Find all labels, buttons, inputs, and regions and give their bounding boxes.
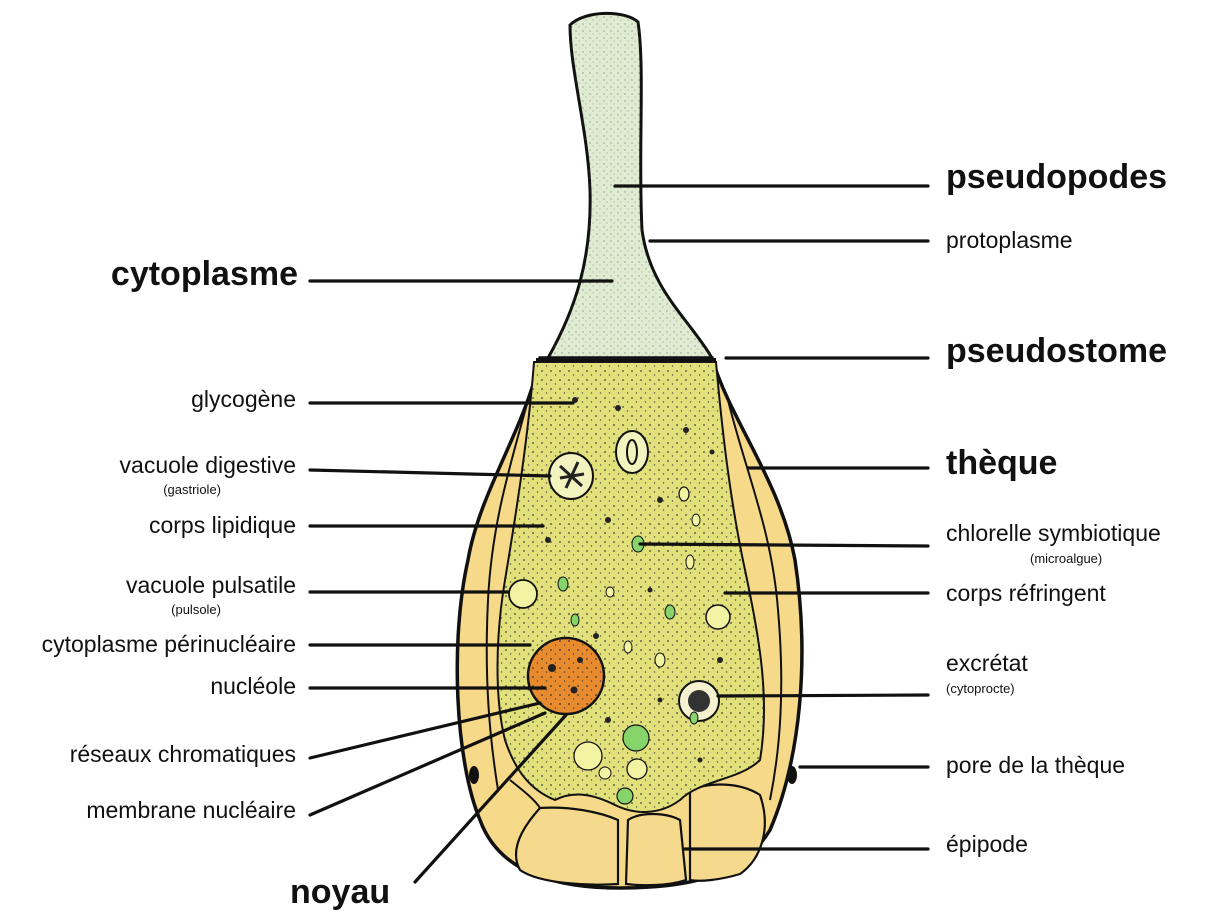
leader-chlorelle [640, 544, 928, 546]
label-nucleole: nucléole [210, 673, 296, 699]
label-theque: thèque [946, 444, 1057, 482]
label-membrane: membrane nucléaire [86, 797, 296, 823]
label-reseaux: réseaux chromatiques [70, 741, 296, 767]
labels-left: cytoplasme glycogène vacuole digestive (… [42, 255, 391, 911]
label-cytoplasme-perinucleaire: cytoplasme périnucléaire [42, 631, 296, 657]
label-vacuole-digestive: vacuole digestive [120, 452, 296, 478]
label-pseudostome: pseudostome [946, 332, 1167, 370]
label-excretat: excrétat [946, 650, 1028, 676]
labels-right: pseudopodes protoplasme pseudostome thèq… [946, 158, 1167, 857]
label-noyau: noyau [290, 873, 390, 911]
label-pore: pore de la thèque [946, 752, 1125, 778]
label-cytoprocte: (cytoprocte) [946, 681, 1015, 696]
label-glycogene: glycogène [191, 386, 296, 412]
label-corps-refringent: corps réfringent [946, 580, 1106, 606]
label-cytoplasme: cytoplasme [111, 255, 298, 293]
label-pulsole: (pulsole) [171, 602, 221, 617]
label-vacuole-pulsatile: vacuole pulsatile [126, 572, 296, 598]
label-gastriole: (gastriole) [163, 482, 221, 497]
label-corps-lipidique: corps lipidique [149, 512, 296, 538]
label-microalgue: (microalgue) [1030, 551, 1102, 566]
label-chlorelle: chlorelle symbiotique [946, 520, 1161, 546]
label-epipode: épipode [946, 831, 1028, 857]
leader-excretat [718, 695, 928, 696]
label-protoplasme: protoplasme [946, 227, 1073, 253]
label-pseudopodes: pseudopodes [946, 158, 1167, 196]
